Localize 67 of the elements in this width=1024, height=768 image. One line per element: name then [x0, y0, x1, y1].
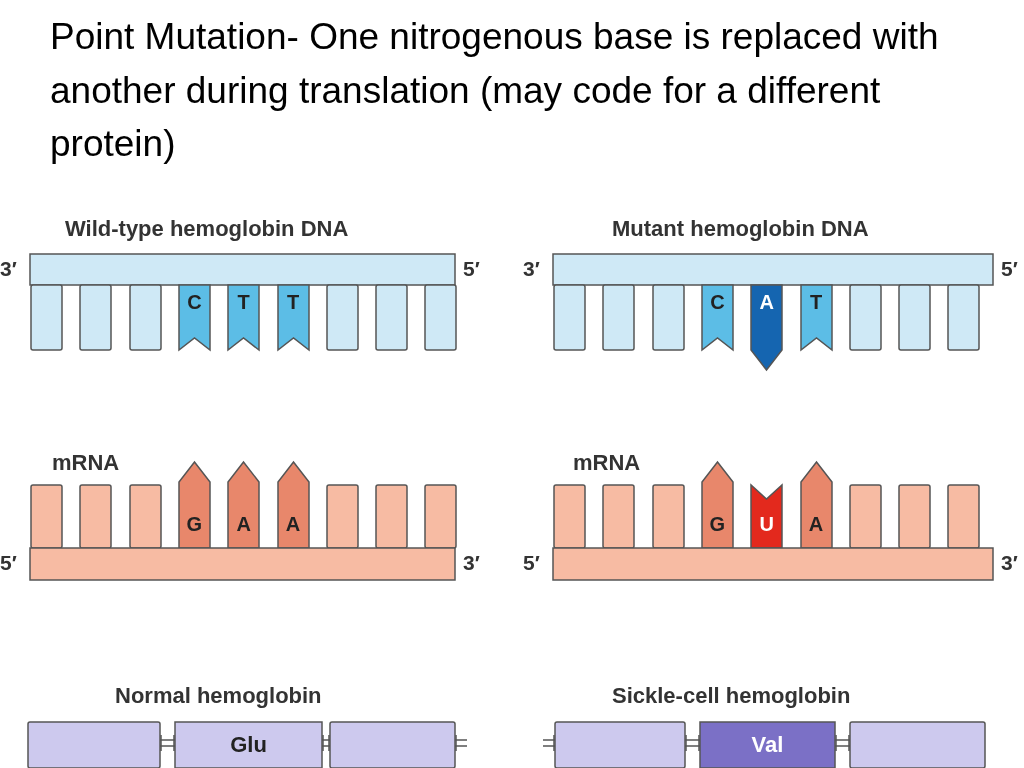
- dna-base: [376, 285, 408, 350]
- strand-end-label: 3′: [1001, 551, 1018, 575]
- mrna-base: G: [178, 462, 210, 548]
- mrna-backbone: [30, 548, 455, 580]
- mrna-base: [603, 485, 635, 548]
- dna-backbone: [553, 254, 993, 285]
- panel-heading: Normal hemoglobin: [115, 683, 322, 709]
- dna-base: [652, 285, 684, 350]
- peptide-bond: [542, 734, 556, 752]
- panel-heading: Mutant hemoglobin DNA: [612, 216, 869, 242]
- mrna-base: [376, 485, 408, 548]
- peptide-bond: [454, 734, 468, 752]
- dna-base: A: [751, 285, 783, 370]
- mrna-base: [31, 485, 62, 548]
- peptide-bond: [834, 734, 851, 752]
- dna-base: T: [277, 285, 309, 350]
- peptide-bond: [321, 734, 331, 752]
- strand-label: mRNA: [52, 450, 120, 476]
- mrna-base: [652, 485, 684, 548]
- dna-base: [948, 285, 980, 350]
- dna-base: [603, 285, 635, 350]
- strand-end-label: 5′: [0, 551, 17, 575]
- strand-end-label: 3′: [0, 257, 17, 281]
- dna-base: [31, 285, 62, 350]
- mrna-base: [899, 485, 931, 548]
- mrna-base: [948, 485, 980, 548]
- amino-acid-box: [330, 722, 455, 768]
- dna-base: [554, 285, 585, 350]
- amino-acid-box: [28, 722, 160, 768]
- amino-acid-box: Glu: [175, 722, 322, 768]
- dna-base: C: [178, 285, 210, 350]
- mrna-base: [425, 485, 457, 548]
- amino-acid-box: [850, 722, 985, 768]
- dna-base: [899, 285, 931, 350]
- strand-end-label: 5′: [1001, 257, 1018, 281]
- dna-backbone: [30, 254, 455, 285]
- panel-heading: Wild-type hemoglobin DNA: [65, 216, 349, 242]
- strand-end-label: 3′: [463, 551, 480, 575]
- mrna-base: [129, 485, 161, 548]
- dna-base: [849, 285, 881, 350]
- peptide-bond: [684, 734, 701, 752]
- slide-title: Point Mutation- One nitrogenous base is replaced with another during translation (may code for a different protein): [50, 15, 940, 167]
- dna-base: [80, 285, 112, 350]
- mrna-base: A: [228, 462, 260, 548]
- mrna-base: [326, 485, 358, 548]
- strand-end-label: 5′: [463, 257, 480, 281]
- peptide-bond: [159, 734, 176, 752]
- dna-base: [425, 285, 457, 350]
- amino-acid-box: [555, 722, 685, 768]
- mrna-base: G: [701, 462, 733, 548]
- dna-base: [129, 285, 161, 350]
- mrna-base: A: [277, 462, 309, 548]
- mrna-base: [80, 485, 112, 548]
- mrna-base: U: [751, 485, 783, 548]
- dna-base: [326, 285, 358, 350]
- strand-end-label: 3′: [523, 257, 540, 281]
- dna-base: T: [228, 285, 260, 350]
- mrna-backbone: [553, 548, 993, 580]
- mrna-base: [849, 485, 881, 548]
- amino-acid-box: Val: [700, 722, 835, 768]
- strand-end-label: 5′: [523, 551, 540, 575]
- dna-base: C: [701, 285, 733, 350]
- mrna-base: A: [800, 462, 832, 548]
- panel-heading: Sickle-cell hemoglobin: [612, 683, 851, 709]
- mrna-base: [554, 485, 585, 548]
- strand-label: mRNA: [573, 450, 641, 476]
- dna-base: T: [800, 285, 832, 350]
